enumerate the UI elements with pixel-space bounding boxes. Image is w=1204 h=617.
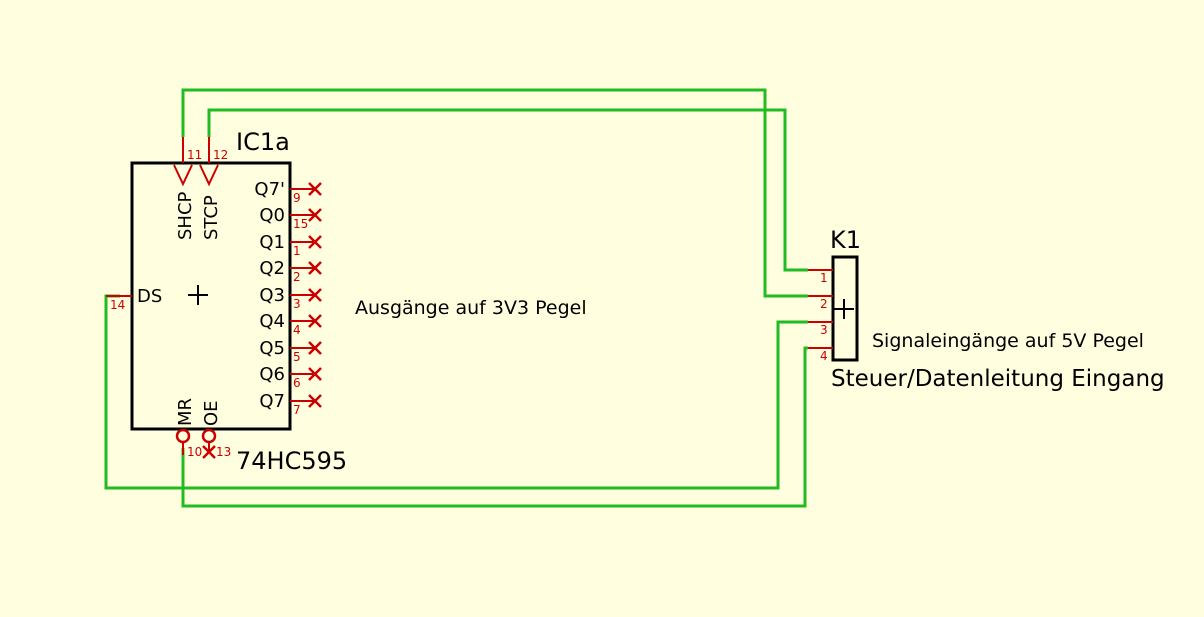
- pin-q2-num: 2: [293, 270, 301, 284]
- pin-q1: 1 Q1: [259, 232, 322, 258]
- connector-pin-1-num: 1: [820, 271, 828, 285]
- pin-q3-label: Q3: [259, 285, 285, 306]
- pin-q0-num: 15: [293, 217, 308, 231]
- pin-ds-label: DS: [137, 286, 162, 307]
- pin-q0: 15 Q0: [259, 205, 322, 231]
- pin-stcp-label: STCP: [201, 195, 222, 240]
- wire-ds-k1-3: [104, 294, 808, 490]
- pin-q4-num: 4: [293, 323, 301, 337]
- note-outputs: Ausgänge auf 3V3 Pegel: [355, 297, 587, 319]
- pin-q3-num: 3: [293, 297, 301, 311]
- ic-name: IC1a: [236, 128, 290, 156]
- pin-q2: 2 Q2: [259, 258, 322, 284]
- pin-stcp: 12 STCP: [199, 137, 228, 240]
- pin-q3: 3 Q3: [259, 285, 322, 311]
- pin-oe-label: OE: [201, 400, 222, 426]
- connector-pin-3: 3: [808, 321, 833, 337]
- pin-shcp-label: SHCP: [175, 191, 196, 240]
- ic-origin-cross: [188, 285, 208, 305]
- connector-body: [831, 255, 859, 362]
- pin-q7-label: Q7: [259, 391, 285, 412]
- pin-q5-num: 5: [293, 350, 301, 364]
- connector-k1: K1 Steuer/Datenleitung Eingang 1 2 3 4: [808, 226, 1165, 392]
- pin-q2-label: Q2: [259, 258, 285, 279]
- pin-oe-unconnected-mark: [202, 445, 216, 459]
- pin-stcp-num: 12: [213, 148, 228, 162]
- ic-74hc595: IC1a 74HC595 11 SHCP 12 STCP 14 DS: [106, 128, 347, 475]
- pin-q7: 7 Q7: [259, 391, 322, 417]
- pin-q4-label: Q4: [259, 311, 285, 332]
- connector-pin-1: 1: [808, 269, 833, 285]
- pin-q4: 4 Q4: [259, 311, 322, 337]
- pin-oe: 13 OE: [201, 400, 231, 459]
- pin-oe-num: 13: [216, 445, 231, 459]
- wire-shcp-k1-2: [181, 88, 808, 298]
- wire-mr-k1-4: [181, 346, 808, 508]
- pin-q1-num: 1: [293, 244, 301, 258]
- pin-q5: 5 Q5: [259, 338, 322, 364]
- pin-ds: 14 DS: [106, 286, 162, 312]
- connector-pin-2-num: 2: [820, 297, 828, 311]
- pin-q1-label: Q1: [259, 232, 285, 253]
- connector-pin-4-num: 4: [820, 349, 828, 363]
- ic-part: 74HC595: [236, 447, 347, 475]
- pin-mr: 10 MR: [175, 398, 202, 459]
- pin-shcp: 11 SHCP: [173, 137, 202, 240]
- wire-stcp-k1-1: [207, 108, 808, 272]
- pin-q7-num: 7: [293, 403, 301, 417]
- pin-q0-label: Q0: [259, 205, 285, 226]
- pin-ds-num: 14: [110, 298, 125, 312]
- pin-q7s-num: 9: [293, 191, 301, 205]
- pin-shcp-num: 11: [187, 148, 202, 162]
- connector-origin-cross: [834, 299, 854, 319]
- connector-pin-2: 2: [808, 295, 833, 311]
- connector-pin-4: 4: [808, 347, 833, 363]
- pin-q7s: 9 Q7': [254, 179, 322, 205]
- note-inputs: Signaleingänge auf 5V Pegel: [872, 330, 1144, 352]
- connector-value: Steuer/Datenleitung Eingang: [831, 366, 1165, 392]
- pin-mr-num: 10: [187, 445, 202, 459]
- pin-mr-label: MR: [175, 398, 196, 426]
- connector-name: K1: [830, 226, 861, 254]
- connector-pin-3-num: 3: [820, 323, 828, 337]
- pin-q5-label: Q5: [259, 338, 285, 359]
- pin-q6-label: Q6: [259, 364, 285, 385]
- pin-q6: 6 Q6: [259, 364, 322, 390]
- pin-q6-num: 6: [293, 376, 301, 390]
- pin-q7s-label: Q7': [254, 179, 285, 200]
